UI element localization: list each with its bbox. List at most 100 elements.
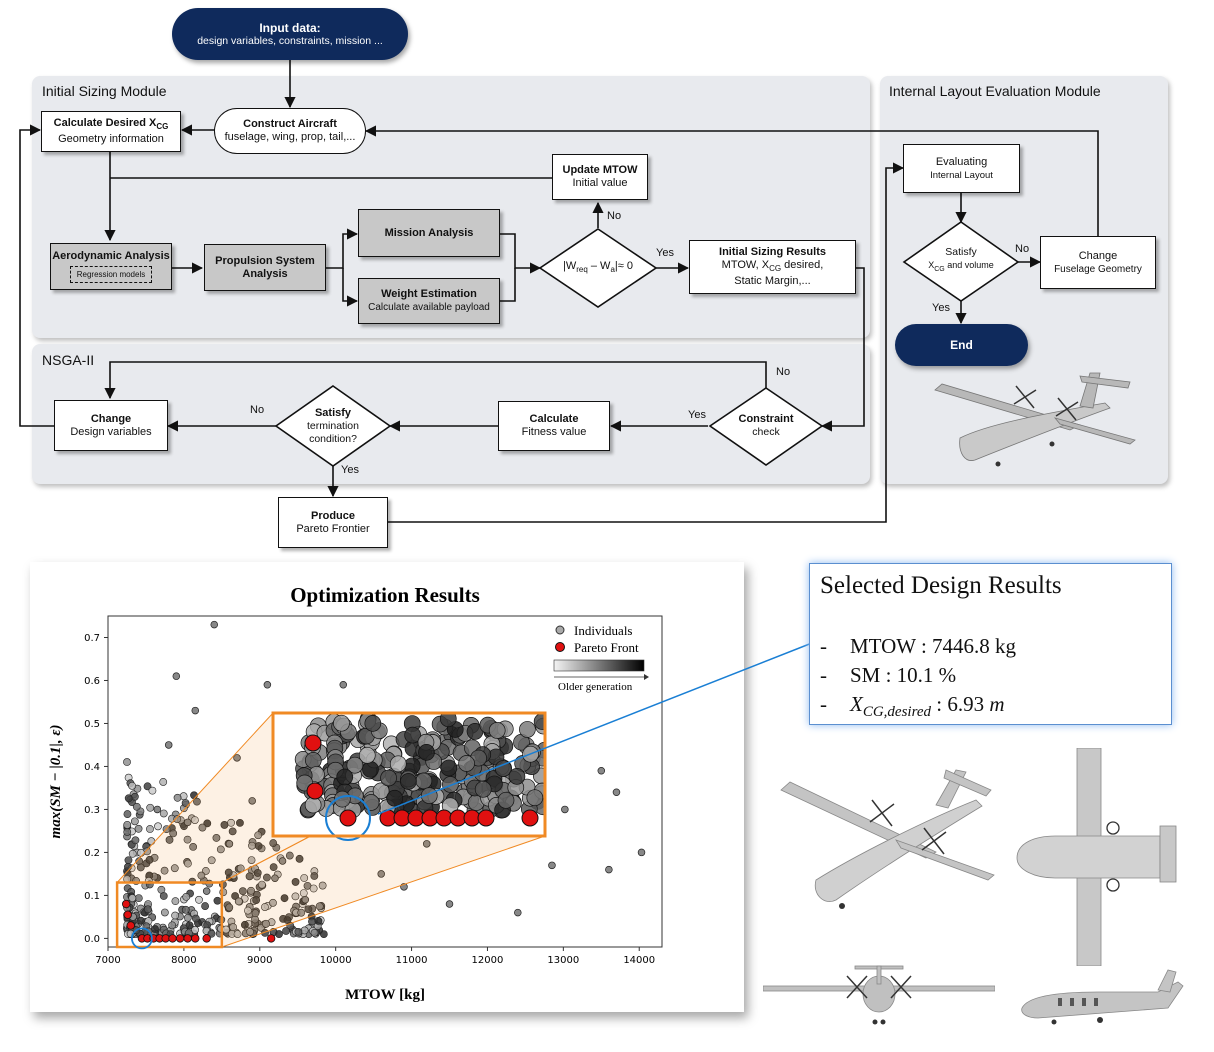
cloud-point <box>258 880 266 889</box>
cloud-point <box>159 809 168 818</box>
inset-selected-ring <box>325 795 371 841</box>
cloud-point <box>168 921 177 930</box>
propulsion-analysis-node: Propulsion System Analysis <box>204 244 326 291</box>
legend-arrow-head <box>644 674 649 680</box>
pareto-point <box>126 921 135 930</box>
end-node: End <box>895 324 1028 366</box>
cloud-point <box>213 896 222 905</box>
gear-wheel-icon <box>995 461 1001 467</box>
end-label: End <box>950 338 973 352</box>
cloud-point <box>136 863 145 872</box>
fitness-node: Calculate Fitness value <box>498 401 610 451</box>
sizing-results-title: Initial Sizing Results <box>719 245 826 258</box>
cloud-point <box>244 906 252 915</box>
nsga-module-title: NSGA-II <box>42 352 95 368</box>
cloud-point <box>318 881 327 890</box>
cloud-point <box>225 903 234 912</box>
pareto-point <box>175 934 185 943</box>
cloud-point <box>183 913 192 922</box>
aero-analysis-subtitle: Regression models <box>69 266 153 283</box>
aircraft-render-icon <box>934 372 1136 467</box>
legend-colorbar <box>553 659 645 672</box>
cloud-point <box>228 827 237 836</box>
inset-cloud-point <box>364 715 382 732</box>
cloud-point <box>131 836 140 845</box>
pareto-point <box>266 934 276 943</box>
individual-point <box>301 895 310 904</box>
cloud-point <box>269 839 278 847</box>
cloud-point <box>314 917 323 925</box>
cloud-point <box>216 845 225 854</box>
decision-constraint-shape <box>708 387 824 466</box>
cloud-point <box>220 821 229 829</box>
aircraft-iso-view-icon <box>780 769 995 909</box>
pareto-point <box>122 899 131 909</box>
individual-point <box>233 754 241 762</box>
cloud-point <box>304 905 313 914</box>
construct-aircraft-node: Construct Aircraft fuselage, wing, prop,… <box>214 108 366 154</box>
inset-cloud-point <box>386 789 404 807</box>
y-tick-label: 0.5 <box>84 719 100 730</box>
cloud-point <box>297 908 306 917</box>
cloud-point <box>154 822 162 831</box>
individual-point <box>339 681 348 689</box>
inset-pareto-point <box>339 809 357 827</box>
decision-termination-title: Satisfy <box>314 406 352 419</box>
cloud-point <box>310 872 319 880</box>
selected-design-results: Selected Design Results -MTOW : 7446.8 k… <box>809 563 1172 725</box>
cloud-point <box>160 866 169 875</box>
inset-cloud-point <box>336 768 354 786</box>
pareto-point <box>183 934 192 943</box>
cloud-point <box>285 851 294 860</box>
individual-point <box>548 861 556 870</box>
cloud-point <box>238 887 247 896</box>
cloud-point <box>143 782 152 791</box>
individual-point <box>183 818 192 827</box>
x-tick-label: 11000 <box>396 955 428 966</box>
label-no-fuselage: No <box>1015 243 1030 255</box>
cloud-point <box>300 874 309 882</box>
label-no-constraint: No <box>776 366 791 378</box>
pareto-frontier-title: Produce <box>310 509 355 522</box>
individual-point <box>514 908 522 917</box>
cloud-point <box>134 824 143 833</box>
cloud-point <box>181 799 190 807</box>
cloud-point <box>145 855 154 864</box>
pareto-point <box>123 910 132 919</box>
label-no-mtow: No <box>607 210 622 222</box>
zoom-inset-border <box>271 711 547 838</box>
results-item-xcg: -XCG,desired : 6.93 m <box>820 692 1005 721</box>
legend-pareto-label: Pareto Front <box>574 640 639 655</box>
input-data-node: Input data: design variables, constraint… <box>172 8 408 60</box>
individual-point <box>605 865 613 874</box>
cloud-point <box>169 829 178 838</box>
individual-point <box>225 840 234 848</box>
cloud-point <box>171 897 180 906</box>
individual-point <box>202 887 211 895</box>
gear-wheel-icon-2 <box>1049 441 1055 447</box>
y-tick-label: 0.7 <box>84 633 100 644</box>
change-fuselage-subtitle: Fuselage Geometry <box>1054 263 1142 275</box>
cloud-point <box>224 868 233 877</box>
cloud-point <box>291 892 300 901</box>
label-yes-fitness: Yes <box>688 409 706 421</box>
inset-cloud-point <box>442 776 459 793</box>
decision-constraint-text: Constraint check <box>730 412 802 440</box>
cloud-point <box>173 815 182 823</box>
cloud-point <box>190 816 199 824</box>
pareto-frontier-subtitle: Pareto Frontier <box>296 522 370 535</box>
individual-point <box>612 788 621 796</box>
inset-pareto-point <box>304 734 322 752</box>
construct-aircraft-subtitle: fuselage, wing, prop, tail,... <box>224 131 356 143</box>
individual-point <box>248 797 256 805</box>
individual-point <box>191 706 200 715</box>
x-tick-label: 13000 <box>547 955 579 966</box>
input-data-subtitle: design variables, constraints, mission .… <box>197 35 383 47</box>
cloud-point <box>128 781 137 790</box>
individual-point <box>637 848 646 857</box>
cloud-point <box>283 916 292 925</box>
y-tick-label: 0.3 <box>84 805 100 816</box>
zoom-region-box <box>115 881 224 949</box>
legend-individuals-marker <box>555 625 565 635</box>
